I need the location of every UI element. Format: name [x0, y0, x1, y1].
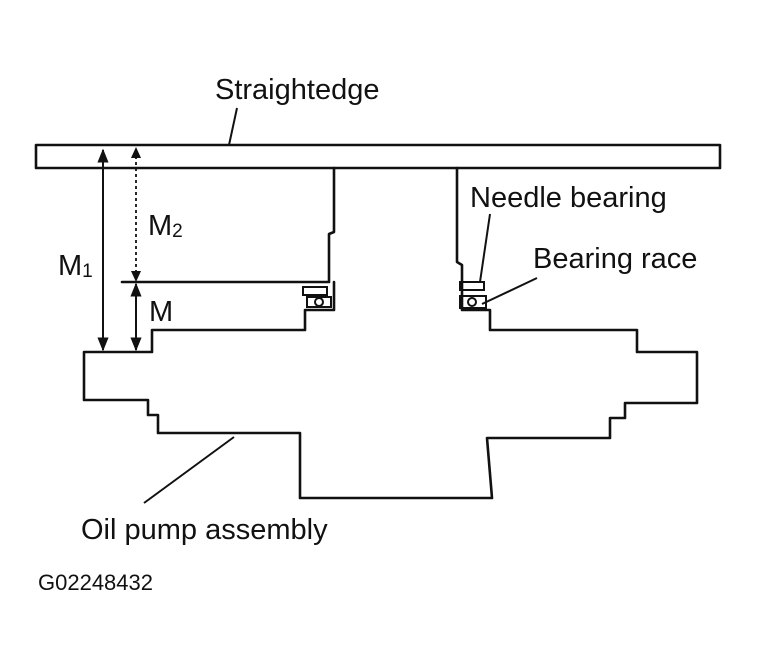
bearing-race-label: Bearing race	[533, 243, 697, 275]
oil-pump-assembly-label: Oil pump assembly	[81, 514, 328, 546]
needle-bearing-label: Needle bearing	[470, 182, 667, 214]
m2-label: M2	[148, 210, 183, 242]
m-label: M	[149, 296, 173, 328]
needle-bearing-leader	[479, 213, 491, 283]
straightedge-bar	[34, 143, 722, 170]
figure-code: G02248432	[38, 570, 153, 595]
m1-label: M1	[58, 250, 93, 282]
oil-pump-outline	[82, 166, 699, 500]
m2-arrow-bottom	[131, 271, 141, 282]
oil-pump-leader	[143, 436, 235, 504]
bearing-race-leader	[481, 277, 538, 305]
needle-bearing-left	[302, 286, 332, 308]
straightedge-label: Straightedge	[215, 74, 379, 106]
straightedge-leader	[228, 107, 238, 146]
m2-arrow-top	[131, 147, 141, 158]
